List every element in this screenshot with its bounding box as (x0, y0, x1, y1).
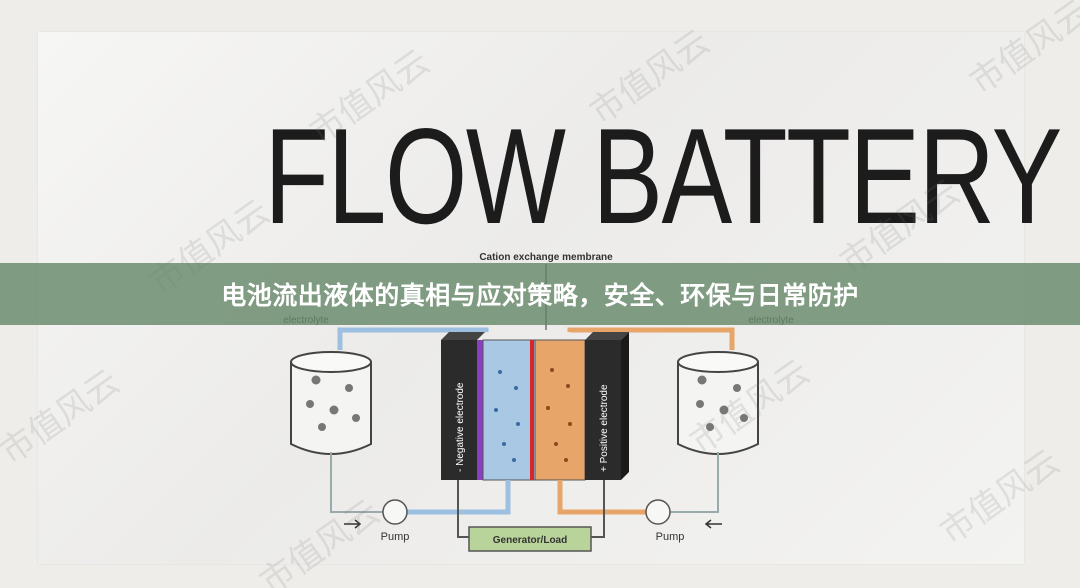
pipe-top-left (337, 327, 489, 350)
pipe-bottom-right (670, 452, 719, 513)
wire-left (457, 480, 469, 538)
positive-electrode-label: + Positive electrode (599, 384, 610, 472)
generator-label: Generator/Load (493, 535, 567, 546)
arrow-right-bottom (704, 519, 722, 529)
title-banner: 电池流出液体的真相与应对策略，安全、环保与日常防护 (0, 263, 1080, 325)
tank-left (290, 351, 372, 455)
pipe-bottom-right-return (557, 480, 646, 515)
membrane-purple (477, 340, 483, 480)
pump-right-label: Pump (656, 531, 685, 543)
pipe-top-right (567, 327, 735, 350)
membrane-label: Cation exchange membrane (479, 252, 613, 263)
negative-electrolyte-chamber (482, 339, 536, 481)
flow-battery-diagram: Cation exchange membrane electrolyte ele… (283, 252, 794, 552)
pipe-bottom-left (330, 452, 383, 513)
cell-stack: - Negative electrode + Positive electrod… (441, 332, 629, 481)
pump-left-label: Pump (381, 531, 410, 543)
membrane-red (530, 340, 534, 480)
negative-electrode-label: - Negative electrode (455, 382, 466, 472)
tank-right (677, 351, 759, 455)
arrow-left-bottom (344, 519, 362, 529)
generator-box (468, 526, 592, 552)
pipe-bottom-left-return (407, 480, 511, 515)
positive-electrolyte-chamber (534, 339, 586, 481)
article-title[interactable]: 电池流出液体的真相与应对策略，安全、环保与日常防护 (221, 281, 859, 310)
pump-right-icon (645, 499, 671, 525)
pump-left-icon (382, 499, 408, 525)
wire-right (591, 480, 605, 538)
